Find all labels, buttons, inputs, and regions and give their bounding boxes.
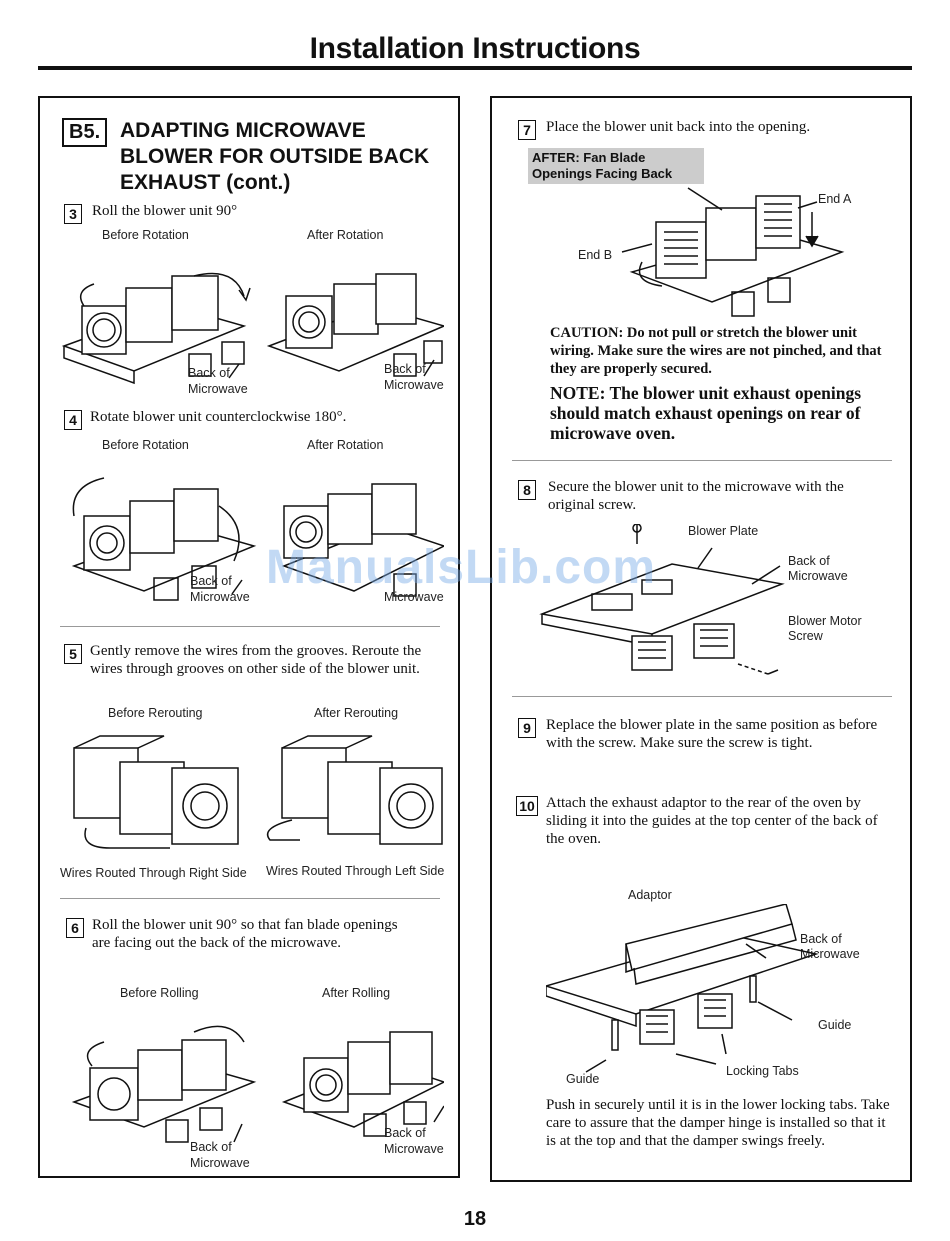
step-4-label-microwave-2: Microwave bbox=[384, 590, 444, 604]
push-instruction-text: Push in securely until it is in the lowe… bbox=[546, 1097, 890, 1149]
step-3-label-microwave-2: Microwave bbox=[384, 378, 444, 392]
step-3-text: Roll the blower unit 90° bbox=[92, 203, 238, 219]
note-text: NOTE: The blower unit exhaust openings s… bbox=[550, 383, 862, 443]
step-6-blower-illustration bbox=[71, 1025, 444, 1143]
step-5-number: 5 bbox=[64, 644, 82, 664]
step-10-label-adaptor: Adaptor bbox=[628, 888, 672, 902]
section-title: ADAPTING MICROWAVE BLOWER FOR OUTSIDE BA… bbox=[120, 119, 430, 194]
step-3-blower-illustration bbox=[61, 272, 444, 385]
step-10-adaptor-illustration bbox=[546, 904, 819, 1073]
step-5-caption-left-side: Wires Routed Through Left Side bbox=[266, 864, 445, 878]
step-4-caption-before: Before Rotation bbox=[102, 438, 189, 452]
right-panel: 7 Place the blower unit back into the op… bbox=[490, 96, 912, 1182]
divider bbox=[512, 460, 892, 461]
step-7-blower-illustration bbox=[621, 187, 845, 317]
page-number: 18 bbox=[463, 1208, 487, 1230]
step-8-label-back-of-microwave: Back of Microwave bbox=[788, 554, 848, 583]
step-4-caption-after: After Rotation bbox=[307, 438, 384, 452]
step-7-label-end-a: End A bbox=[818, 192, 852, 206]
divider bbox=[512, 696, 892, 697]
step-6-label-back-of-1: Back of bbox=[190, 1140, 232, 1154]
step-6-text: Roll the blower unit 90° so that fan bla… bbox=[92, 917, 398, 951]
step-7-text: Place the blower unit back into the open… bbox=[546, 119, 811, 135]
step-10-text: Attach the exhaust adaptor to the rear o… bbox=[546, 795, 878, 847]
step-6-label-back-of-2: Back of bbox=[384, 1126, 426, 1140]
step-8-blower-plate-illustration bbox=[539, 524, 785, 675]
step-6-caption-after: After Rolling bbox=[322, 986, 391, 1000]
step-5-caption-after: After Rerouting bbox=[314, 706, 399, 720]
step-6-number: 6 bbox=[66, 918, 84, 938]
step-3-caption-after: After Rotation bbox=[307, 228, 384, 242]
step-7-after-label: AFTER: Fan Blade Openings Facing Back bbox=[528, 148, 704, 184]
step-7-number: 7 bbox=[518, 120, 536, 140]
watermark: ManualsLib.com bbox=[266, 541, 657, 594]
step-6-caption-before: Before Rolling bbox=[120, 986, 199, 1000]
step-7-label-end-b: End B bbox=[578, 248, 613, 262]
step-10-label-locking-tabs: Locking Tabs bbox=[726, 1064, 799, 1078]
step-5-wiring-illustration bbox=[73, 735, 443, 849]
step-8-number: 8 bbox=[518, 480, 536, 500]
step-3-label-back-of-1: Back of bbox=[188, 366, 230, 380]
title-rule bbox=[38, 66, 912, 70]
step-8-label-blower-motor-screw: Blower Motor Screw bbox=[788, 614, 862, 643]
step-8-label-blower-plate: Blower Plate bbox=[688, 524, 759, 538]
step-8-text: Secure the blower unit to the microwave … bbox=[548, 479, 844, 513]
step-5-text: Gently remove the wires from the grooves… bbox=[90, 643, 422, 677]
step-4-number: 4 bbox=[64, 410, 82, 430]
step-10-number: 10 bbox=[516, 796, 538, 816]
step-5-caption-right-side: Wires Routed Through Right Side bbox=[60, 866, 247, 880]
step-4-label-microwave-1: Microwave bbox=[190, 590, 250, 604]
step-4-text: Rotate blower unit counterclockwise 180°… bbox=[90, 409, 347, 425]
left-panel: B5. ADAPTING MICROWAVE BLOWER FOR OUTSID… bbox=[38, 96, 460, 1178]
step-6-label-microwave-2: Microwave bbox=[384, 1142, 444, 1156]
step-4-blower-illustration bbox=[71, 477, 444, 601]
step-3-caption-before: Before Rotation bbox=[102, 228, 189, 242]
step-10-label-back-of-microwave: Back of Microwave bbox=[800, 932, 860, 961]
step-3-number: 3 bbox=[64, 204, 82, 224]
page-title: Installation Instructions bbox=[309, 32, 641, 65]
step-4-label-back-of: Back of bbox=[190, 574, 232, 588]
divider bbox=[60, 626, 440, 627]
step-5-caption-before: Before Rerouting bbox=[108, 706, 203, 720]
step-10-label-guide-left: Guide bbox=[566, 1072, 600, 1086]
section-badge: B5. bbox=[62, 118, 108, 147]
divider bbox=[60, 898, 440, 899]
step-9-text: Replace the blower plate in the same pos… bbox=[546, 717, 878, 751]
step-3-label-back-of-2: Back of bbox=[384, 362, 426, 376]
step-6-label-microwave-1: Microwave bbox=[190, 1156, 250, 1170]
step-10-label-guide-right: Guide bbox=[818, 1018, 852, 1032]
caution-text: CAUTION: Do not pull or stretch the blow… bbox=[550, 325, 882, 377]
step-3-label-microwave-1: Microwave bbox=[188, 382, 248, 396]
step-9-number: 9 bbox=[518, 718, 536, 738]
